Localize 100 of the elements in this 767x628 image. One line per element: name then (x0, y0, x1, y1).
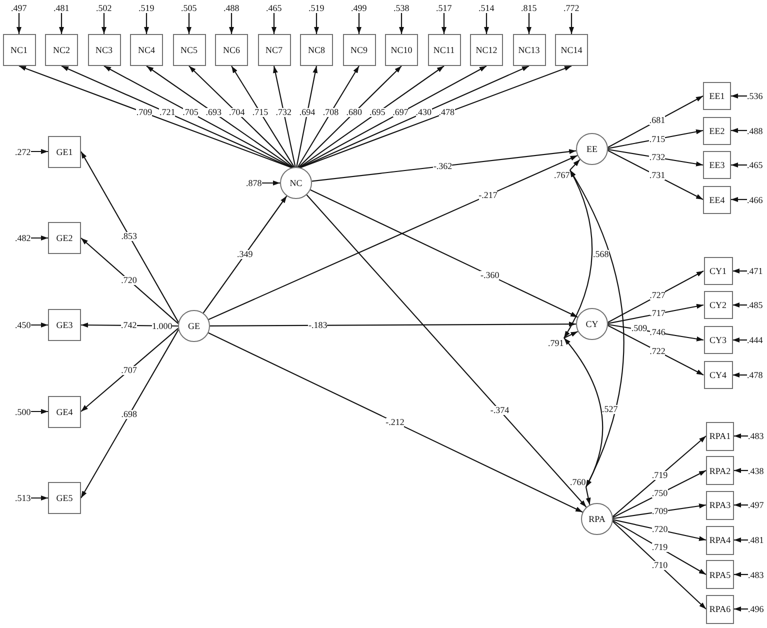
variable-box: RPA4 (706, 526, 734, 554)
variable-box: NC10 (385, 34, 418, 66)
arrow (731, 162, 747, 168)
arrow (81, 322, 178, 328)
edge-label: .693 (206, 108, 222, 118)
edge-label: .707 (121, 366, 137, 375)
arrow (31, 322, 48, 328)
edge-label: .478 (438, 108, 455, 118)
latent-variable-circle: GE (178, 310, 210, 342)
edge-label: .732 (276, 108, 292, 117)
edge-label: .720 (652, 525, 668, 534)
residual-value: .505 (181, 3, 197, 13)
edge-label: .527 (602, 404, 618, 414)
arrow (59, 13, 64, 34)
arrow (442, 13, 446, 34)
variable-box: CY1 (704, 257, 732, 285)
variable-box: GE1 (48, 136, 81, 168)
residual-value: .482 (15, 233, 31, 243)
arrow (612, 519, 706, 542)
residual-value: .481 (748, 535, 764, 545)
residual-value: .465 (747, 160, 763, 170)
arrow (612, 503, 706, 520)
variable-box: NC6 (215, 34, 248, 66)
edge-label: .717 (650, 309, 666, 318)
arrow (298, 66, 444, 168)
arrow (310, 189, 578, 318)
arrow (146, 66, 294, 168)
arrow (272, 66, 296, 168)
variable-box: EE1 (703, 82, 731, 110)
edge-label: .853 (121, 232, 137, 241)
residual-value: .538 (394, 3, 410, 13)
arrow (61, 66, 292, 168)
arrow (80, 328, 179, 412)
edge-label: .719 (652, 543, 668, 552)
variable-box: CY2 (704, 291, 732, 319)
residual-value: .517 (436, 3, 452, 13)
residual-value: .496 (748, 604, 764, 614)
residual-value: .466 (747, 194, 763, 204)
arrow (208, 332, 583, 513)
variable-box: RPA2 (706, 456, 734, 485)
variable-box: EE2 (703, 116, 731, 144)
arrow (80, 151, 179, 323)
residual-value: .791 (548, 338, 564, 348)
variable-box: CY3 (704, 326, 732, 354)
arrow (731, 197, 747, 202)
residual-value: .499 (351, 3, 367, 13)
arrow (732, 302, 747, 308)
residual-value: .502 (96, 3, 112, 13)
residual-value: .767 (554, 170, 570, 180)
residual-value: .536 (747, 91, 763, 101)
arrow (102, 13, 106, 34)
variable-box: NC5 (172, 34, 206, 66)
variable-box: NC8 (300, 34, 333, 66)
variable-box: GE3 (48, 309, 81, 341)
edge-label: .509 (631, 324, 648, 333)
variable-box: NC14 (555, 34, 588, 66)
arrow (31, 236, 48, 240)
residual-value: .483 (748, 570, 764, 580)
arrow (612, 436, 706, 518)
residual-value: .483 (748, 431, 764, 441)
variable-box: NC1 (2, 34, 36, 66)
arrow (585, 486, 592, 505)
arrow (231, 66, 295, 168)
arrow (734, 538, 748, 542)
arrow (564, 331, 578, 338)
arrow (731, 128, 747, 133)
arrow (306, 194, 587, 508)
arrow (144, 13, 149, 34)
arrow (734, 468, 748, 473)
residual-value: .519 (138, 3, 154, 13)
arrow (569, 13, 574, 34)
residual-value: .485 (747, 300, 763, 310)
residual-value: .471 (747, 266, 763, 276)
residual-value: .481 (54, 3, 70, 13)
edge-label: -.212 (386, 418, 404, 427)
edge-label: .742 (121, 320, 137, 330)
arrow (608, 325, 704, 376)
variable-box: GE5 (48, 482, 81, 514)
arrow (612, 521, 706, 610)
edge-label: .719 (652, 471, 668, 480)
arrow (31, 409, 48, 414)
arrow (80, 238, 179, 324)
edge-label: .732 (649, 153, 666, 162)
arrow (262, 180, 280, 186)
residual-value: .878 (246, 178, 262, 188)
variable-box: NC7 (258, 34, 290, 66)
variable-box: GE4 (48, 396, 81, 428)
residual-value: .815 (521, 3, 537, 13)
edge-label: .694 (299, 108, 316, 117)
arrow (31, 496, 48, 500)
edge-label: .715 (649, 134, 666, 144)
residual-value: .497 (11, 3, 27, 13)
edge-label: .697 (392, 108, 408, 118)
edge-label: .709 (136, 108, 152, 118)
variable-box: EE3 (703, 151, 731, 179)
arrow (732, 338, 747, 342)
edge-label: .705 (182, 108, 198, 118)
arrow (734, 434, 748, 438)
arrow (612, 470, 706, 518)
arrow (399, 13, 404, 34)
